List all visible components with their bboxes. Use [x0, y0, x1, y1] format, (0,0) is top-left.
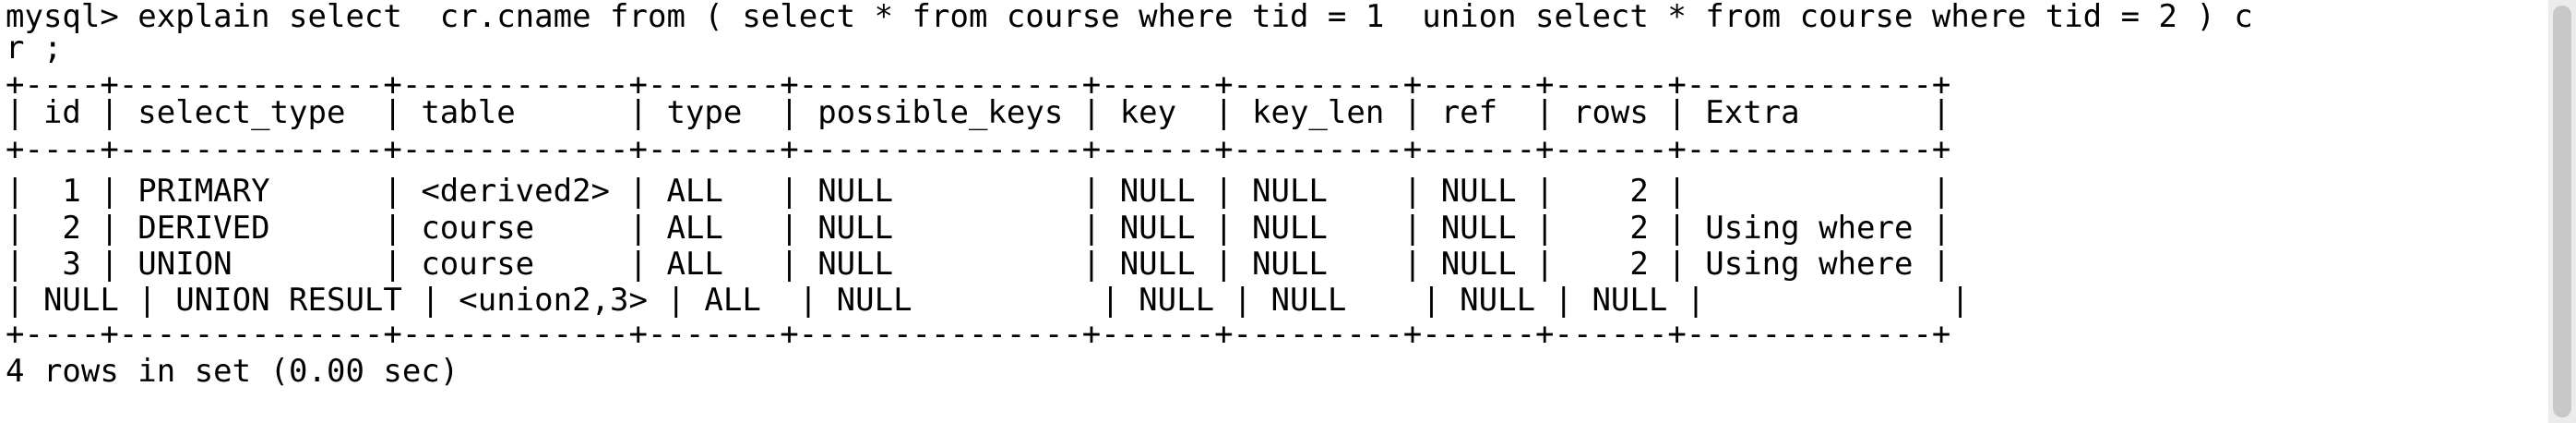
- table-row: | 2 | DERIVED | course | ALL | NULL | NU…: [6, 210, 1951, 247]
- table-border-top: +----+--------------+------------+------…: [6, 66, 1951, 103]
- command-line-1: mysql> explain select cr.cname from ( se…: [6, 0, 2253, 35]
- table-row: | 1 | PRIMARY | <derived2> | ALL | NULL …: [6, 173, 1951, 210]
- table-row: | 3 | UNION | course | ALL | NULL | NULL…: [6, 246, 1951, 283]
- table-border-bottom: +----+--------------+------------+------…: [6, 316, 1951, 353]
- table-row: | NULL | UNION RESULT | <union2,3> | ALL…: [6, 282, 1970, 319]
- table-border-mid: +----+--------------+------------+------…: [6, 131, 1951, 168]
- command-line-2: r ;: [6, 30, 63, 66]
- scrollbar-thumb[interactable]: [2553, 6, 2571, 417]
- table-header-row: | id | select_type | table | type | poss…: [6, 94, 1951, 131]
- vertical-scrollbar[interactable]: [2548, 0, 2576, 423]
- result-summary: 4 rows in set (0.00 sec): [6, 353, 459, 390]
